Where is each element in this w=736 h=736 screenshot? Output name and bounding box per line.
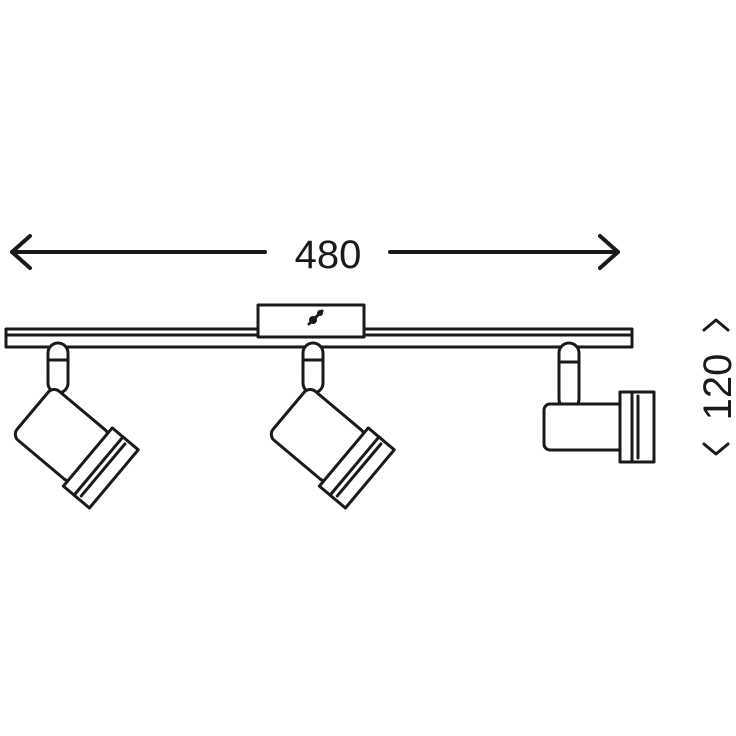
spotlight-middle-lens: [328, 435, 396, 510]
height-dimension: 120: [696, 318, 736, 456]
height-arrow-bottom-icon: [702, 442, 730, 456]
height-arrow-top-icon: [702, 318, 730, 332]
width-dimension-label: 480: [295, 233, 362, 277]
junction-box: [256, 303, 366, 339]
spotlight-middle-head: [269, 388, 396, 510]
spotlight-right: [542, 341, 656, 464]
spotlight-left-head: [13, 388, 140, 510]
spotlight-middle-arm: [301, 341, 325, 395]
spotlight-right-body: [542, 402, 632, 452]
switch-icon: [307, 309, 324, 326]
spotlight-right-lens: [630, 390, 656, 464]
spotlight-left: [13, 341, 140, 510]
spotlight-left-arm: [46, 341, 70, 395]
width-arrow-right-icon: [598, 234, 620, 270]
spotlight-left-lens: [72, 435, 140, 510]
height-dimension-label: 120: [696, 354, 736, 421]
spotlight-middle: [269, 341, 396, 510]
width-arrow-left-icon: [10, 234, 32, 270]
width-dimension: 480: [10, 233, 620, 277]
spotlight-right-arm: [557, 341, 581, 411]
